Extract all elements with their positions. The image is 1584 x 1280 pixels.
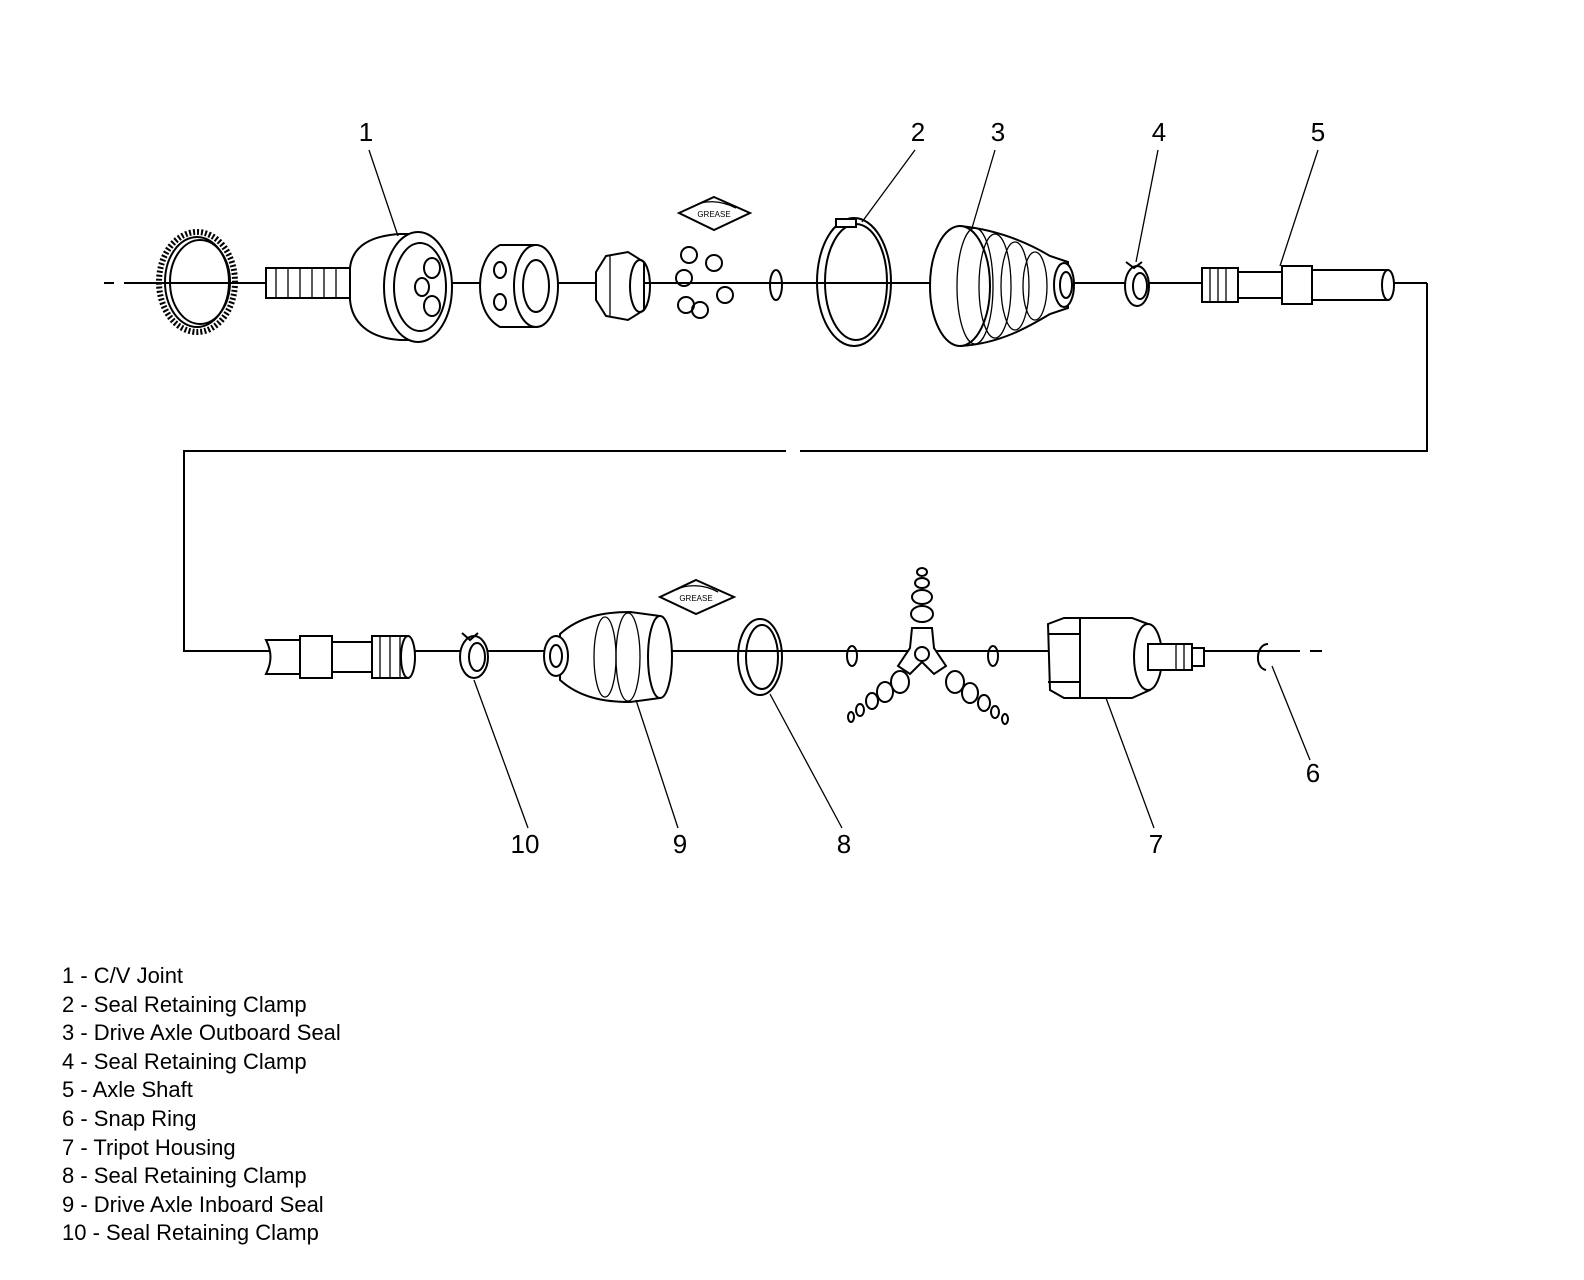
grease-symbol-top: GREASE <box>676 195 753 232</box>
legend-item: 1 - C/V Joint <box>62 963 184 988</box>
legend-item: 9 - Drive Axle Inboard Seal <box>62 1191 324 1217</box>
centerline <box>104 282 1428 652</box>
legend-item: 5 - Axle Shaft <box>62 1077 193 1103</box>
callout-numbers: 1 2 3 4 5 6 7 8 9 10 <box>359 117 1325 859</box>
callout-2: 2 <box>911 117 925 147</box>
callout-4: 4 <box>1152 117 1166 147</box>
axle-shaft-top <box>1201 265 1395 305</box>
bearing-cage <box>478 244 559 328</box>
seal-retaining-clamp-8 <box>737 618 783 696</box>
seal-retaining-clamp-2 <box>816 217 892 347</box>
legend-item: 3 - Drive Axle Outboard Seal <box>62 1020 341 1046</box>
cv-joint <box>265 231 453 343</box>
legend-item: 4 - Seal Retaining Clamp <box>62 1048 307 1074</box>
retaining-ring-left <box>846 645 858 667</box>
callout-6: 6 <box>1306 758 1320 788</box>
retaining-ring <box>769 269 783 301</box>
callout-5: 5 <box>1311 117 1325 147</box>
snap-ring <box>1257 643 1269 671</box>
legend-item: 6 - Snap Ring <box>62 1105 197 1131</box>
seal-retaining-clamp-10 <box>459 632 489 679</box>
retaining-ring-right <box>987 645 999 667</box>
seal-retaining-clamp-4 <box>1124 261 1150 307</box>
callout-1: 1 <box>359 117 373 147</box>
legend-item: 2 - Seal Retaining Clamp <box>62 991 307 1017</box>
callout-8: 8 <box>837 829 851 859</box>
legend-item: 10 - Seal Retaining Clamp <box>62 1220 319 1246</box>
callout-7: 7 <box>1149 829 1163 859</box>
callout-9: 9 <box>673 829 687 859</box>
grease-symbol-bottom: GREASE <box>657 578 737 616</box>
inboard-seal-boot <box>543 610 673 704</box>
leader-lines <box>368 149 1319 829</box>
tripot-housing <box>1046 617 1205 699</box>
tone-ring <box>156 229 238 335</box>
inner-race <box>595 250 651 322</box>
parts-legend: 1 - C/V Joint 2 - Seal Retaining Clamp 3… <box>62 962 341 1248</box>
tripot-spider <box>847 567 1009 725</box>
legend-item: 7 - Tripot Housing <box>62 1134 236 1160</box>
axle-shaft-bottom <box>264 635 416 679</box>
outboard-seal-boot <box>929 224 1075 348</box>
legend-item: 8 - Seal Retaining Clamp <box>62 1163 307 1189</box>
callout-10: 10 <box>511 829 540 859</box>
grease-label-bottom: GREASE <box>679 594 712 603</box>
callout-3: 3 <box>991 117 1005 147</box>
grease-label-top: GREASE <box>697 210 730 219</box>
balls <box>675 246 734 319</box>
